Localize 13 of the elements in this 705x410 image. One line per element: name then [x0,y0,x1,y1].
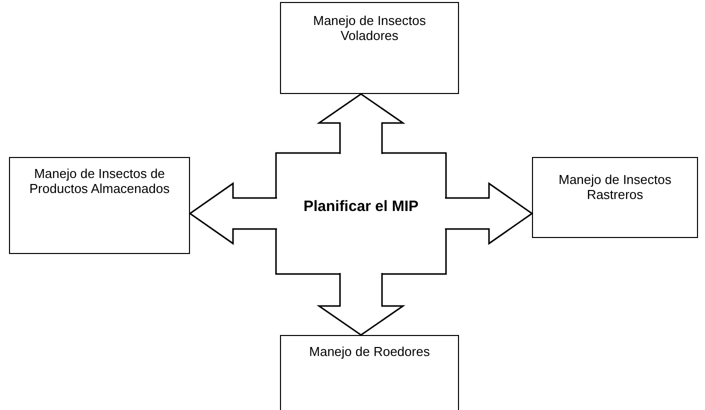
process-box [280,335,459,410]
process-box [9,157,190,254]
node-text: Manejo de Insectos Voladores [312,13,427,43]
node-text: Planificar el MIP [303,197,419,217]
block-arrow [444,182,534,245]
node-text: Manejo de Insectos de Productos Almacenados [28,166,171,196]
block-arrow [188,182,278,245]
block-arrow [316,93,406,155]
process-box [532,157,698,238]
node-text: Manejo de Insectos Rastreros [558,172,672,202]
node-text: Manejo de Roedores [308,344,431,359]
process-box [280,2,459,94]
block-arrow [316,272,406,336]
